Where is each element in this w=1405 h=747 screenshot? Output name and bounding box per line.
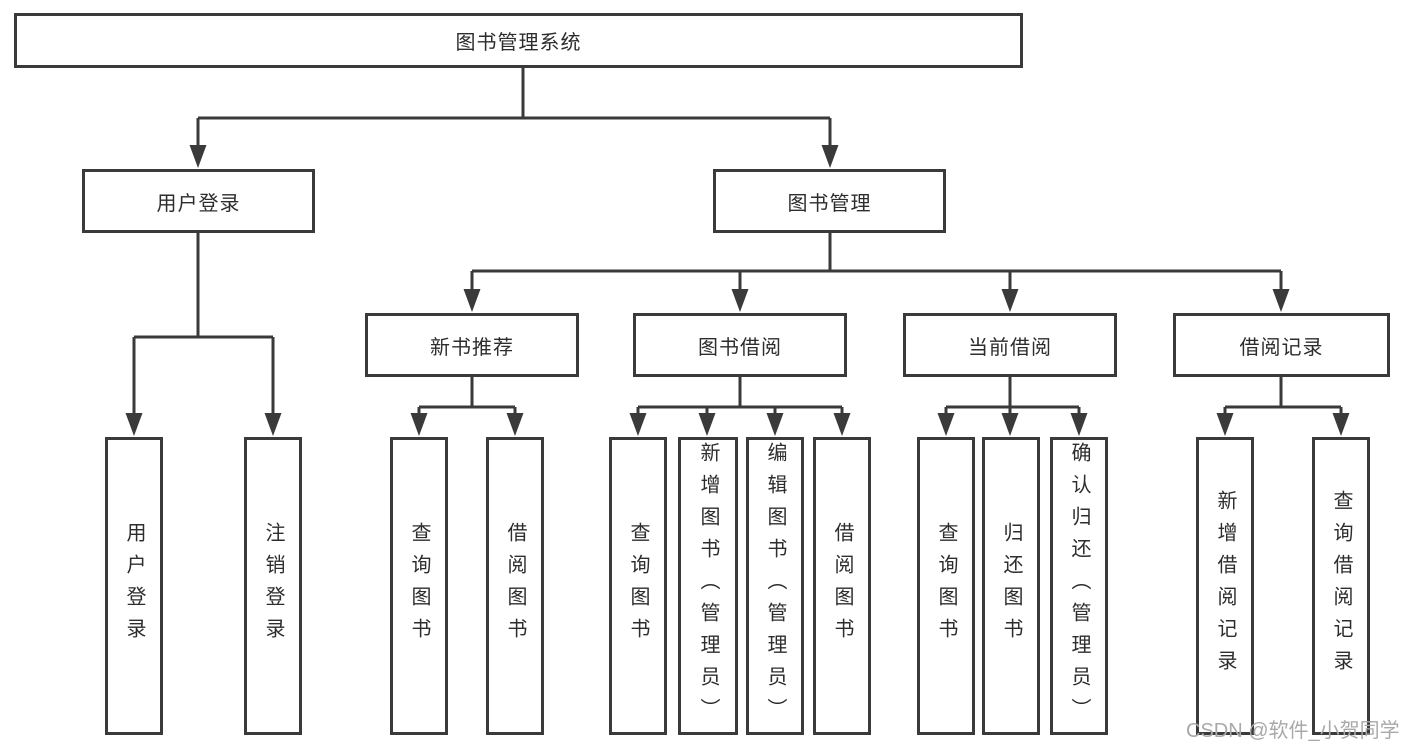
arrow-icon — [189, 145, 207, 168]
connector-segments — [132, 68, 1343, 424]
node-current-borrowing: 当前借阅 — [903, 313, 1117, 377]
arrow-icon — [1001, 413, 1019, 436]
arrow-icon — [698, 413, 716, 436]
leaf-edit-book-admin: 编辑图书（管理员） — [746, 437, 804, 735]
arrow-icon — [1070, 413, 1088, 436]
leaf-query-books-recommend: 查询图书 — [390, 437, 448, 735]
leaf-query-books-borrow: 查询图书 — [609, 437, 667, 735]
node-book-management: 图书管理 — [713, 169, 946, 233]
watermark-text: CSDN @软件_小贺同学 — [1186, 720, 1400, 742]
branch-root-to-level2 — [196, 68, 832, 152]
branch-login-children — [132, 232, 275, 422]
node-root: 图书管理系统 — [14, 13, 1023, 68]
arrow-icon — [1272, 289, 1290, 312]
arrow-icon — [937, 413, 955, 436]
leaf-return-book: 归还图书 — [982, 437, 1040, 735]
leaf-user-login: 用户登录 — [105, 437, 163, 735]
leaf-add-borrow-record: 新增借阅记录 — [1196, 437, 1254, 735]
node-borrowing-records: 借阅记录 — [1173, 313, 1390, 377]
branch-newbook-children — [417, 377, 517, 424]
node-new-book-recommendation: 新书推荐 — [365, 313, 579, 377]
arrow-icon — [1332, 413, 1350, 436]
arrowheads — [125, 145, 1350, 436]
leaf-query-borrow-record: 查询借阅记录 — [1312, 437, 1370, 735]
leaf-logout: 注销登录 — [244, 437, 302, 735]
leaf-confirm-return-admin: 确认归还（管理员） — [1050, 437, 1108, 735]
node-user-login: 用户登录 — [82, 169, 315, 233]
arrow-icon — [264, 413, 282, 436]
arrow-icon — [1216, 413, 1234, 436]
arrow-icon — [463, 289, 481, 312]
node-book-borrowing: 图书借阅 — [633, 313, 847, 377]
leaf-borrow-books: 借阅图书 — [813, 437, 871, 735]
branch-bookborrow-children — [636, 377, 844, 424]
arrow-icon — [1001, 289, 1019, 312]
arrow-icon — [731, 289, 749, 312]
arrow-icon — [629, 413, 647, 436]
leaf-borrow-books-recommend: 借阅图书 — [486, 437, 544, 735]
arrow-icon — [506, 413, 524, 436]
branch-management-to-sections — [470, 233, 1283, 300]
arrow-icon — [125, 413, 143, 436]
leaf-query-books-current: 查询图书 — [917, 437, 975, 735]
branch-records-children — [1223, 377, 1343, 424]
arrow-icon — [821, 145, 839, 168]
arrow-icon — [833, 413, 851, 436]
leaf-add-book-admin: 新增图书（管理员） — [678, 437, 738, 735]
arrow-icon — [410, 413, 428, 436]
arrow-icon — [766, 413, 784, 436]
